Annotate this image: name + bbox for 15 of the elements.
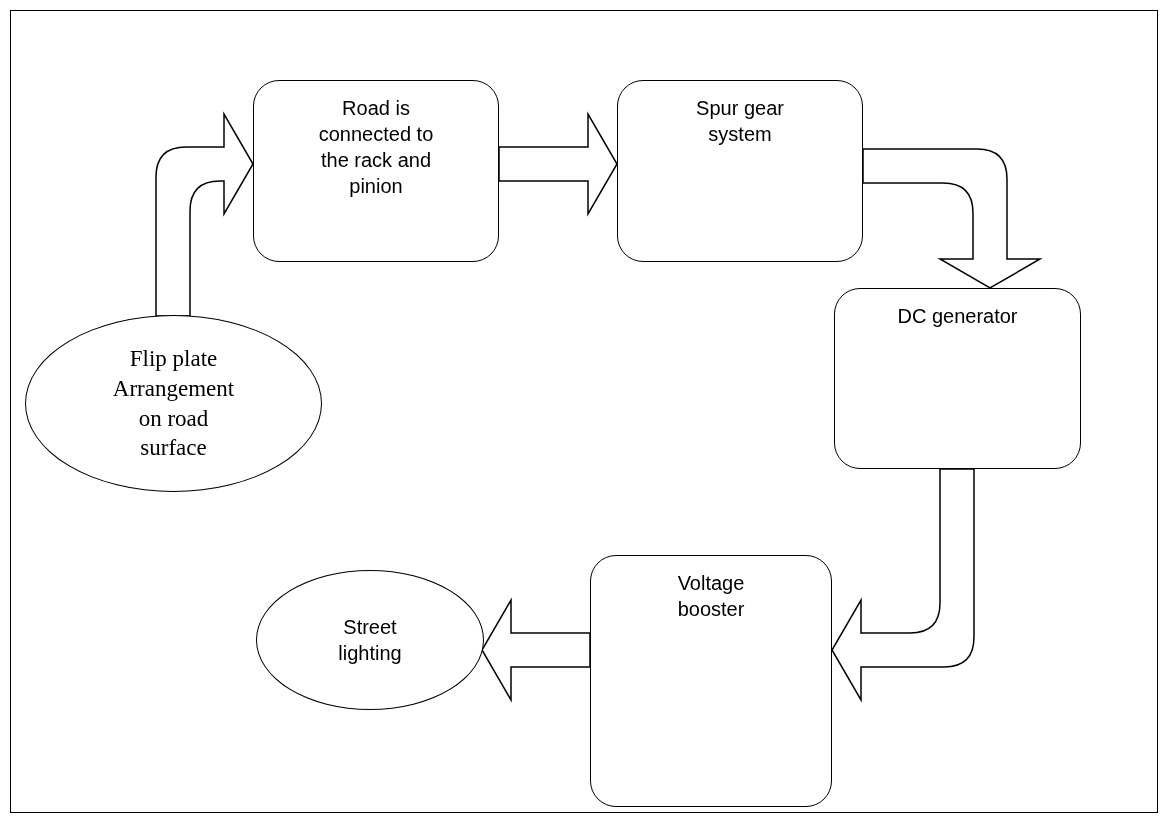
block-arrow: [498, 111, 618, 217]
block-arrow: [831, 468, 975, 701]
node-label: Spur gear system: [695, 96, 785, 147]
block-arrow: [481, 597, 591, 703]
process-box: [590, 555, 832, 807]
node-label: DC generator: [897, 304, 1018, 329]
block-arrow: [862, 148, 1041, 289]
node-label: Flip plate Arrangement on road surface: [111, 344, 236, 463]
node-label: Road is connected to the rack and pinion: [317, 96, 435, 199]
process-box: [834, 288, 1081, 469]
process-box: [617, 80, 863, 262]
block-arrow: [155, 113, 254, 317]
node-label: Voltage booster: [676, 571, 746, 622]
process-box: [253, 80, 499, 262]
node-label: Street lighting: [337, 615, 403, 666]
